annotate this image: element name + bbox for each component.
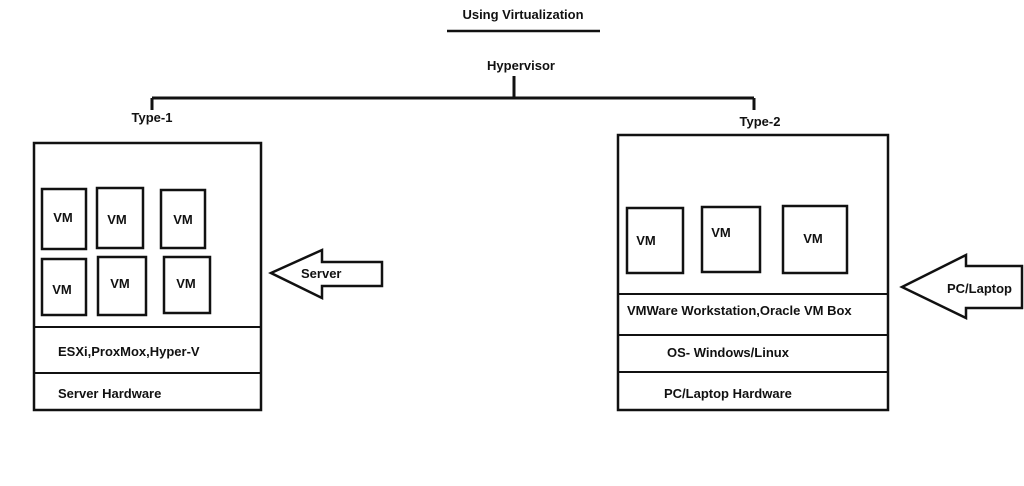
type1-vm-box-2	[95, 186, 145, 250]
type2-vm-box-2	[700, 205, 762, 274]
type2-vm-label: VM	[711, 225, 731, 240]
hypervisor-label: Hypervisor	[487, 58, 555, 73]
type2-label: Type-2	[739, 114, 781, 129]
server-arrow-label: Server	[301, 266, 342, 281]
type2-hypervisor-layer: VMWare Workstation,Oracle VM Box	[627, 303, 852, 318]
type1-vm-box-1	[40, 187, 88, 251]
type2-vm-box-1	[625, 206, 685, 275]
pc-laptop-arrow	[899, 252, 1024, 320]
type1-vm-box-3	[159, 188, 207, 250]
type2-hardware-layer: PC/Laptop Hardware	[664, 386, 792, 401]
type2-stack	[616, 133, 890, 412]
type2-vm-label: VM	[803, 231, 823, 246]
type2-vm-box-3	[781, 204, 849, 275]
type2-os-layer: OS- Windows/Linux	[667, 345, 789, 360]
type1-vm-label: VM	[52, 282, 72, 297]
type1-vm-label: VM	[173, 212, 193, 227]
type1-vm-label: VM	[176, 276, 196, 291]
type1-vm-label: VM	[107, 212, 127, 227]
type1-hardware-layer: Server Hardware	[58, 386, 162, 401]
type1-hypervisor-layer: ESXi,ProxMox,Hyper-V	[58, 344, 200, 359]
type2-vm-label: VM	[636, 233, 656, 248]
type1-vm-label: VM	[53, 210, 73, 225]
diagram-title: Using Virtualization	[462, 7, 584, 22]
type1-stack	[32, 141, 263, 412]
type1-vm-box-6	[162, 255, 212, 315]
server-arrow	[268, 248, 384, 301]
type1-vm-box-5	[96, 255, 148, 317]
type1-vm-box-4	[40, 257, 88, 317]
type1-vm-label: VM	[110, 276, 130, 291]
type1-label: Type-1	[131, 110, 173, 125]
pc-laptop-arrow-label: PC/Laptop	[947, 281, 1012, 296]
